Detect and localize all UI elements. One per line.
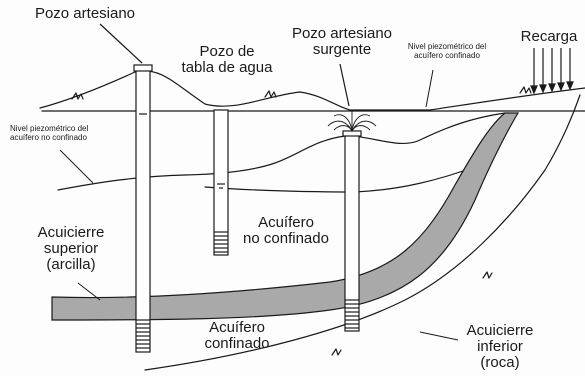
label-flowing-well-line2: surgente [312,40,372,58]
label-lower-confining-line2: inferior [477,337,523,355]
label-flowing-well-line1: Pozo artesiano [291,25,393,42]
leader-line [425,69,434,108]
label-lower-confining-line3: (roca) [480,353,520,371]
label-flowing-artesian-well: Pozo artesiano surgente [282,26,402,58]
label-water-table-well: Pozo de tabla de agua [172,44,282,76]
flowing-artesian-well [342,130,362,332]
grass-tuft [519,86,532,94]
label-upper-confining-line2: superior [43,239,99,257]
unconfined-piezometric-line [57,112,506,191]
leader-line [419,331,459,341]
label-upper-confining-line3: (arcilla) [46,255,96,273]
label-unconfined-aquifer: Acuífero no confinado [236,215,336,247]
label-confined-aquifer: Acuífero confinado [187,320,287,352]
grass-tuft [71,92,84,100]
label-confined-piezometric: Nivel piezométrico del acuífero confinad… [392,42,502,60]
grass-tuft [482,271,493,279]
label-confined-piezometric-line1: Nivel piezométrico del [407,42,487,51]
label-lower-confining-line1: Acuicierre [466,322,534,339]
label-lower-confining-layer: Acuicierre inferior (roca) [450,323,550,370]
label-confined-aquifer-line2: confinado [204,334,270,352]
rock-boundary [144,94,581,371]
leader-line [339,63,350,107]
water-table-well [213,109,229,256]
leader-line [99,23,143,64]
water-fountain [327,110,377,132]
label-confined-piezometric-line2: acuífero confinado [414,51,480,61]
label-unconfined-aquifer-line2: no confinado [243,229,329,247]
artesian-well [133,64,153,353]
label-unconfined-piezometric: Nivel piezométrico del acuífero no confi… [10,124,120,142]
label-artesian-well-text: Pozo artesiano [34,5,136,22]
label-upper-confining-layer: Acuicierre superior (arcilla) [26,225,116,272]
label-upper-confining-line1: Acuicierre [37,224,105,241]
unconfined-aquifer-base [204,164,481,193]
label-artesian-well: Pozo artesiano [30,6,140,22]
grass-tuft [264,90,277,98]
label-unconfined-piezometric-line2: acuífero no confinado [10,133,87,143]
label-water-table-well-line1: Pozo de [199,43,255,60]
grass-tuft [331,348,342,356]
label-recharge-text: Recarga [520,28,578,45]
label-water-table-well-line2: tabla de agua [181,58,273,76]
label-recharge: Recarga [516,29,582,45]
label-unconfined-piezometric-line1: Nivel piezométrico del [10,124,89,133]
leader-line [59,149,94,184]
label-unconfined-aquifer-line1: Acuífero [258,214,314,231]
ground-surface [39,70,585,111]
leader-line [77,282,101,301]
label-confined-aquifer-line1: Acuífero [209,319,265,336]
upper-confining-layer [51,112,520,321]
recharge-arrows [530,48,574,95]
